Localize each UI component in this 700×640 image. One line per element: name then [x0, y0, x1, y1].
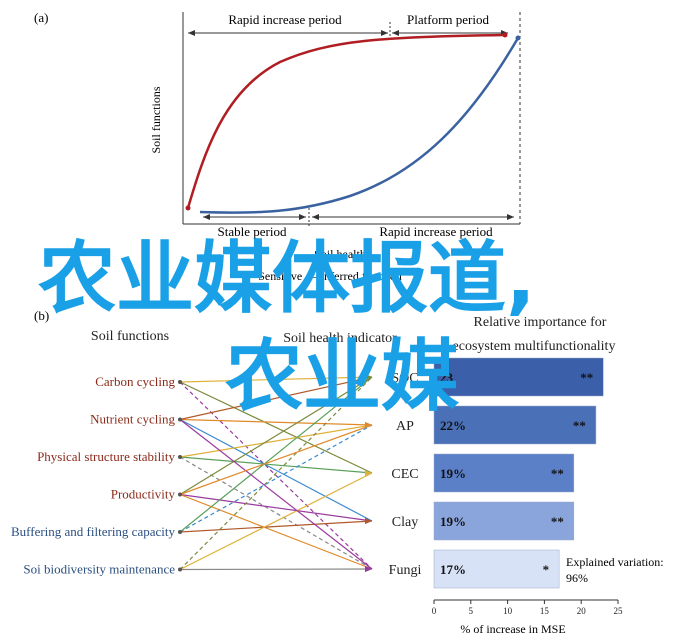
connection-line: [179, 424, 373, 458]
x-tick-label: 15: [540, 606, 550, 616]
indicators-header: Soil health indicator: [283, 331, 397, 346]
importance-header: Relative importance for: [474, 315, 607, 330]
importance-bar: [433, 357, 604, 397]
panel-a-frame: [182, 12, 521, 225]
connection-line: [179, 472, 373, 571]
bar-value-label: 17%: [440, 562, 466, 577]
functions-header: Soil functions: [91, 329, 169, 344]
importance-xlabel: % of increase in MSE: [460, 622, 565, 636]
watermark-line-2: 农业媒: [225, 332, 460, 422]
panel-a-ylabel: Soil functions: [149, 86, 163, 153]
connection-line: [179, 520, 373, 533]
importance-header-2: ecosystem multifunctionality: [453, 339, 616, 354]
function-node: [178, 567, 182, 572]
function-label: Physical structure stability: [37, 449, 175, 464]
function-label: Soi biodiversity maintenance: [23, 562, 175, 577]
connection-line: [179, 376, 373, 421]
significance-label: **: [580, 370, 593, 385]
importance-bar: [433, 405, 597, 445]
significance-label: **: [551, 466, 564, 481]
indicator-label: CEC: [391, 467, 418, 482]
connection-line: [179, 456, 373, 570]
x-tick-label: 25: [614, 606, 624, 616]
panel-a-label: (a): [34, 10, 48, 25]
red-curve: [186, 33, 506, 209]
function-label: Nutrient cycling: [90, 412, 175, 427]
panel-a-xlabel: Soil health: [314, 247, 366, 261]
panel-b-label: (b): [34, 308, 49, 323]
indicator-label: Fungi: [389, 563, 422, 578]
significance-label: **: [551, 514, 564, 529]
connection-arrowhead: [365, 566, 372, 572]
red-curve-start: [185, 205, 191, 211]
function-node: [178, 455, 182, 459]
function-node: [178, 380, 182, 384]
connection-line: [179, 418, 373, 522]
significance-label: **: [573, 418, 586, 433]
importance-bar-chart: 23 ** 22% ** 19% ** 19% ** 17% *: [433, 357, 604, 589]
connection-line: [179, 568, 373, 571]
function-node: [178, 530, 182, 534]
explained-variation-value: 96%: [566, 571, 588, 585]
function-label: Buffering and filtering capacity: [11, 524, 176, 539]
connection-arrowhead: [365, 422, 372, 428]
connection-line: [179, 381, 373, 570]
indicator-label: AP: [396, 419, 414, 434]
connection-arrowhead: [365, 470, 372, 476]
function-node: [178, 417, 182, 422]
importance-bar: [433, 453, 575, 493]
x-tick-label: 5: [469, 606, 474, 616]
bar-value-label: 19%: [440, 466, 466, 481]
stable-period: Stable period: [218, 224, 287, 239]
function-label: Carbon cycling: [95, 374, 175, 389]
importance-x-axis: 0 5 10 15 20 25: [432, 599, 624, 616]
function-indicator-connections: [178, 374, 373, 572]
indicator-label: Clay: [392, 515, 418, 530]
red-curve-end: [502, 32, 508, 38]
connection-line: [179, 376, 373, 496]
blue-curve: [199, 37, 520, 214]
rapid-increase-period-top: Rapid increase period: [228, 12, 342, 27]
x-tick-label: 0: [432, 606, 437, 616]
importance-bar: [433, 549, 560, 589]
bar-value-label: 23: [440, 370, 454, 385]
blue-curve-end: [515, 35, 521, 41]
significance-label: *: [543, 562, 550, 577]
connection-arrowhead: [365, 518, 372, 524]
connection-line: [179, 424, 373, 533]
connection-line: [179, 418, 373, 426]
panel-a-xlabel-partial: Sensitive — Inferred function: [258, 269, 402, 283]
connection-line: [179, 376, 373, 570]
x-tick-label: 20: [577, 606, 587, 616]
connection-line: [179, 456, 373, 474]
function-node: [178, 492, 182, 497]
connection-arrowhead: [365, 374, 372, 380]
platform-period: Platform period: [407, 12, 489, 27]
explained-variation-label: Explained variation:: [566, 555, 664, 569]
connection-line: [179, 376, 373, 383]
importance-bar: [433, 501, 575, 541]
x-tick-label: 10: [503, 606, 513, 616]
connection-line: [179, 376, 373, 533]
connection-line: [179, 419, 373, 570]
rapid-increase-period-bottom: Rapid increase period: [379, 224, 493, 239]
bottom-period-arrows: [203, 208, 514, 226]
connection-line: [179, 381, 373, 474]
connection-line: [179, 424, 373, 496]
bar-value-label: 22%: [440, 418, 466, 433]
bar-value-label: 19%: [440, 514, 466, 529]
connection-line: [179, 493, 373, 522]
indicator-label: SOC: [391, 371, 418, 386]
function-label: Productivity: [111, 487, 176, 502]
watermark-line-1: 农业媒体报道,: [38, 234, 536, 324]
